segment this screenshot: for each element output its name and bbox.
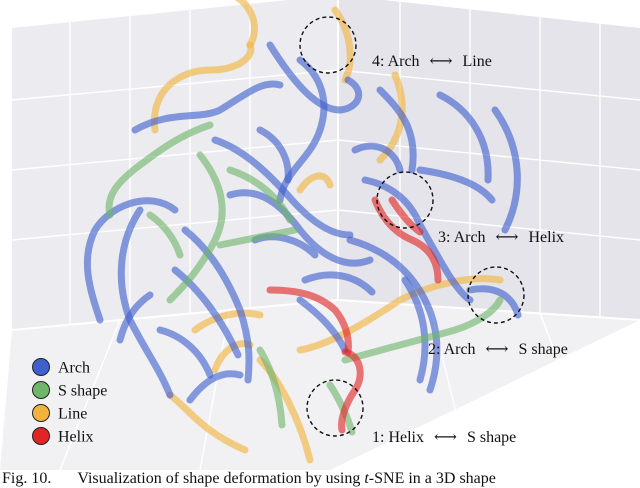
curve-arch-33	[466, 285, 522, 319]
legend-marker	[32, 381, 50, 399]
curve-arch-12	[131, 80, 284, 134]
annotation-label: 1: Helix	[372, 429, 424, 446]
legend-marker	[32, 404, 50, 422]
curve-arch-25	[181, 226, 253, 384]
curve-s-shape-37	[226, 166, 294, 224]
curve-arch-27	[156, 326, 214, 379]
legend-marker	[32, 427, 50, 445]
curve-arch-10	[266, 41, 363, 114]
grid-line-floor-3	[539, 312, 601, 470]
legend-label: S shape	[58, 383, 107, 400]
annotation-1: 4: Arch ⟷ Line	[372, 53, 492, 70]
legend-marker	[32, 358, 50, 376]
annotation-arrow: ⟷	[486, 341, 509, 358]
highlight-circle-3	[467, 266, 525, 324]
annotation-4: 1: Helix ⟷ S shape	[372, 429, 516, 446]
grid-line-floor-0	[59, 319, 121, 470]
annotation-target: S shape	[467, 429, 516, 446]
figure-caption: Fig. 10. Visualization of shape deformati…	[0, 470, 640, 488]
curve-arch-13	[376, 86, 417, 174]
annotation-arrow: ⟷	[430, 53, 453, 70]
curve-arch-23	[346, 236, 441, 394]
curve-arch-18	[226, 189, 374, 267]
curve-s-shape-35	[105, 121, 214, 219]
curve-arch-16	[116, 291, 154, 344]
grid-line-hr-0	[337, 69, 640, 101]
highlight-circles	[299, 16, 525, 437]
annotation-3: 2: Arch ⟷ S shape	[428, 341, 568, 358]
curve-arch-29	[301, 271, 376, 296]
legend-item-line: Line	[32, 404, 87, 423]
curve-s-shape-39	[341, 296, 504, 364]
curve-arch-24	[401, 276, 429, 384]
curve-arch-32	[256, 126, 292, 184]
curve-line-0	[234, 0, 258, 49]
curve-helix-45	[338, 348, 364, 434]
tsne-figure: 4: Arch ⟷ Line 3: Arch ⟷ Helix 2: Arch ⟷ S shape…	[0, 0, 640, 470]
caption-tsne-t: t	[364, 470, 369, 487]
curve-s-shape-40	[256, 346, 286, 429]
legend-item-arch: Arch	[32, 358, 90, 377]
curve-arch-28	[186, 370, 244, 404]
annotation-target: Line	[462, 53, 491, 70]
curve-line-4	[296, 172, 334, 194]
axis-panes	[0, 0, 640, 470]
curve-arch-19	[436, 91, 492, 184]
highlight-circle-4	[306, 379, 364, 437]
grid-line-hl-0	[11, 69, 339, 101]
curve-arch-22	[416, 166, 496, 204]
curve-line-1	[331, 6, 354, 84]
grid-line-hr-2	[337, 209, 640, 241]
legend-item-helix: Helix	[32, 427, 94, 446]
grid-line-hl-1	[11, 139, 339, 171]
curve-arch-26	[171, 266, 242, 359]
annotation-target: Helix	[528, 229, 564, 246]
curve-helix-43	[371, 196, 442, 284]
annotation-2: 3: Arch ⟷ Helix	[438, 229, 564, 246]
curve-arch-31	[351, 142, 404, 174]
caption-text-after: -SNE in a 3D shape	[368, 470, 496, 487]
legend-label: Helix	[58, 429, 94, 446]
legend-label: Arch	[58, 360, 90, 377]
caption-text-before: Visualization of shape deformation by us…	[77, 470, 365, 487]
curve-line-6	[191, 309, 264, 334]
curve-line-7	[166, 391, 249, 454]
curve-helix-46	[388, 196, 424, 236]
curve-arch-34	[296, 296, 349, 354]
curve-arch-17	[211, 136, 354, 239]
annotation-target: S shape	[518, 341, 567, 358]
box-edge-0	[11, 299, 339, 331]
annotation-label: 4: Arch	[372, 53, 420, 70]
legend-label: Line	[58, 406, 87, 423]
curve-s-shape-36	[166, 151, 226, 304]
curve-arch-21	[361, 176, 474, 304]
curve-line-2	[150, 41, 255, 134]
highlight-circle-1	[299, 16, 357, 74]
curve-line-5	[296, 275, 504, 354]
trajectory-curves	[83, 0, 522, 464]
annotation-label: 2: Arch	[428, 341, 476, 358]
caption-figure-number: Fig. 10.	[2, 470, 52, 487]
curve-s-shape-42	[146, 211, 184, 259]
curve-helix-44	[266, 286, 352, 356]
legend-item-s-shape: S shape	[32, 381, 107, 400]
annotations: 4: Arch ⟷ Line 3: Arch ⟷ Helix 2: Arch ⟷ S shape…	[372, 53, 568, 446]
curve-arch-15	[83, 197, 179, 324]
curve-s-shape-38	[216, 226, 299, 249]
annotation-arrow: ⟷	[496, 229, 519, 246]
highlight-circle-2	[376, 171, 434, 229]
annotation-arrow: ⟷	[434, 429, 457, 446]
curve-arch-20	[491, 106, 521, 234]
annotation-label: 3: Arch	[438, 229, 486, 246]
